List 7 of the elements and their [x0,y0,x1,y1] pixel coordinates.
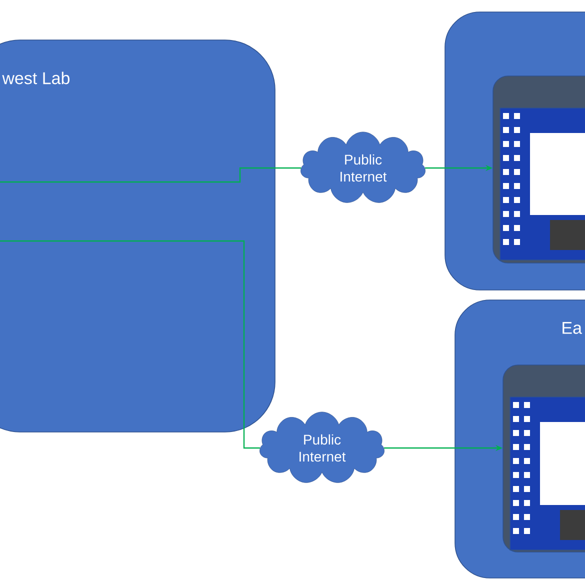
cloud: Public Internet [260,412,384,483]
screenshot-drawing [510,396,585,550]
connector [0,240,260,449]
screenshot-drawing [500,108,585,260]
cloud: Public Internet [300,132,426,203]
site-box: west Lab [0,40,276,432]
connector [0,167,301,183]
